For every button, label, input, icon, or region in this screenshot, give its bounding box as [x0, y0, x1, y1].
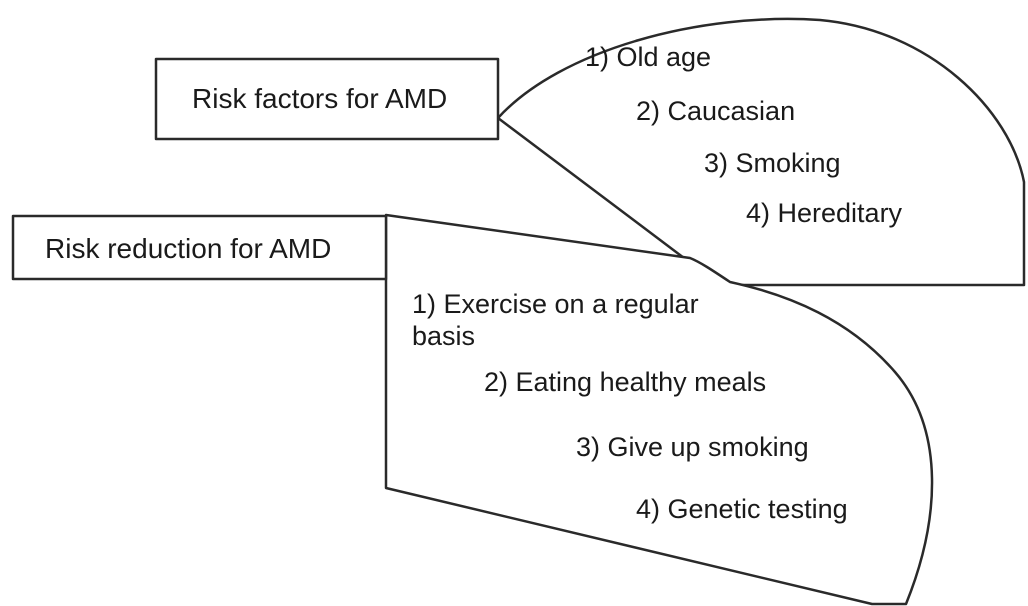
risk-reduction-title: Risk reduction for AMD	[45, 233, 331, 264]
risk-reduction-box	[11, 214, 388, 281]
risk-reduction-item-continued: basis	[412, 321, 475, 351]
risk-reduction-item: 4) Genetic testing	[636, 494, 848, 524]
risk-reduction-fan	[384, 213, 934, 606]
risk-reduction-group: Risk reduction for AMD 1) Exercise on a …	[11, 213, 934, 606]
risk-factors-title: Risk factors for AMD	[192, 83, 447, 114]
risk-factor-item: 1) Old age	[585, 42, 711, 72]
risk-reduction-item: 2) Eating healthy meals	[484, 367, 766, 397]
risk-reduction-item: 3) Give up smoking	[576, 432, 809, 462]
risk-reduction-item: 1) Exercise on a regular	[412, 289, 699, 319]
risk-factors-group: Risk factors for AMD 1) Old age 2) Cauca…	[154, 17, 1026, 287]
risk-factor-item: 3) Smoking	[704, 148, 841, 178]
risk-factor-item: 2) Caucasian	[636, 96, 795, 126]
risk-factors-box	[154, 57, 500, 141]
risk-factor-item: 4) Hereditary	[746, 198, 903, 228]
